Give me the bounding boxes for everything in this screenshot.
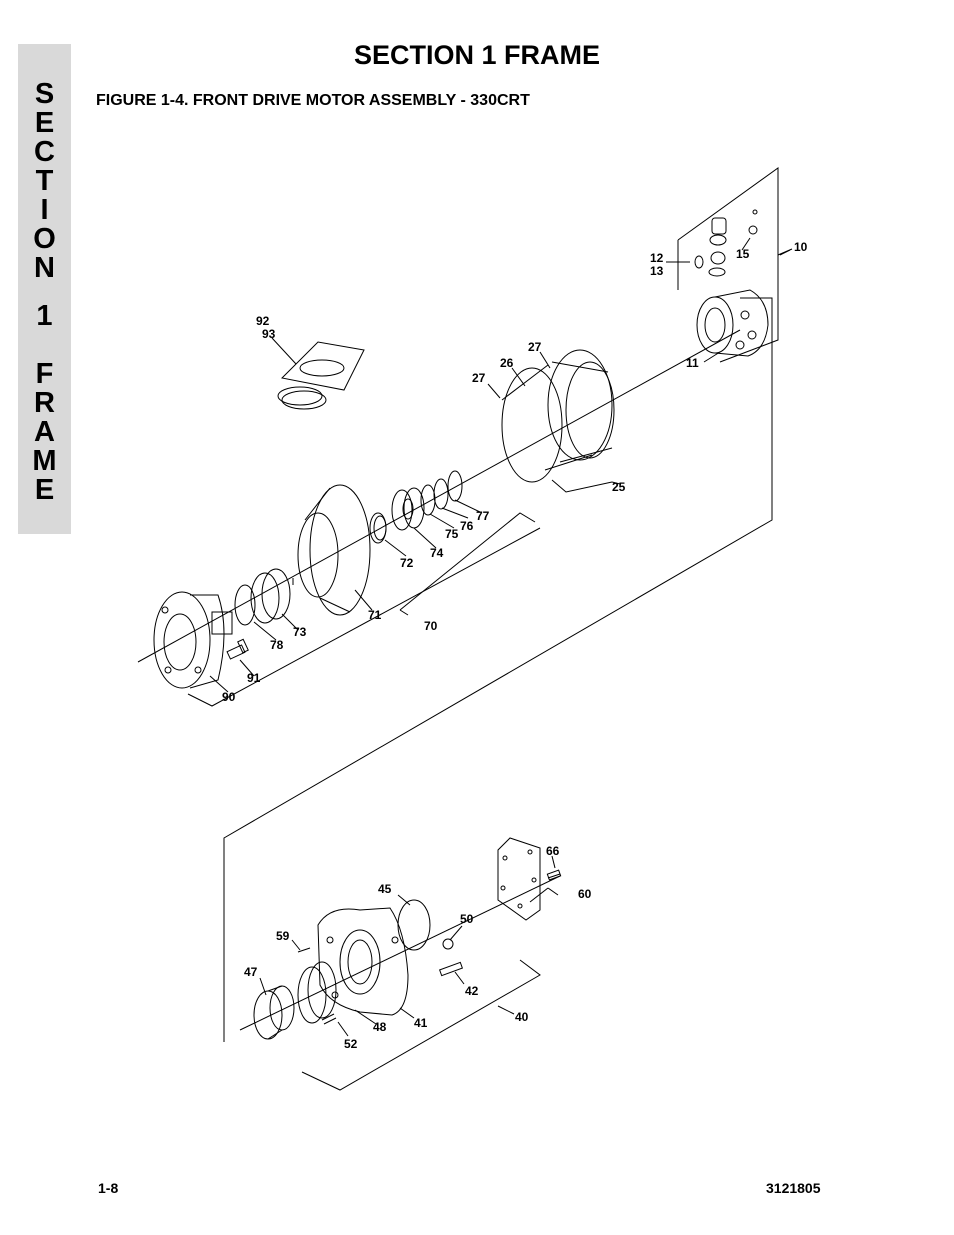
side-tab-letter: I [40, 194, 49, 226]
side-tab-letter: N [34, 252, 55, 284]
flange-90 [153, 591, 233, 689]
callout-50: 50 [460, 912, 474, 926]
side-tab-letter: A [34, 416, 55, 448]
callout-78: 78 [270, 638, 284, 652]
side-tab-letter: E [34, 474, 55, 506]
callout-26: 26 [500, 356, 514, 370]
callout-42: 42 [465, 984, 479, 998]
seal-78 [234, 584, 256, 626]
callout-77: 77 [476, 509, 490, 523]
callout-47: 47 [244, 965, 258, 979]
assembly-axis-line [137, 329, 741, 663]
figure-title: FIGURE 1-4. FRONT DRIVE MOTOR ASSEMBLY -… [96, 92, 530, 109]
callout-73: 73 [293, 625, 307, 639]
motor-end-11 [696, 289, 769, 357]
oring-45 [397, 899, 431, 951]
side-tab-letter: R [34, 387, 55, 419]
pin-59 [297, 947, 311, 953]
callout-72: 72 [400, 556, 414, 570]
ring-gear-housing-25 [501, 349, 615, 483]
motor-housing-41 [317, 907, 409, 1016]
ring-48 [307, 961, 337, 1019]
callout-75: 75 [445, 527, 459, 541]
ring-76 [433, 478, 449, 510]
small-parts-12-13-15 [694, 209, 758, 277]
callout-41: 41 [414, 1016, 428, 1030]
callout-11: 11 [686, 356, 699, 370]
seal-kit-92-93 [277, 341, 365, 410]
springs-52 [321, 1013, 337, 1025]
bolt-91 [226, 638, 249, 660]
side-tab-letter: F [35, 358, 54, 390]
document-number: 3121805 [766, 1180, 821, 1196]
bearing-73 [250, 568, 291, 624]
section-side-tab: S E C T I O N 1 F R A M E [18, 44, 71, 534]
callout-52: 52 [344, 1037, 358, 1051]
seal-72 [369, 512, 387, 544]
callout-93: 93 [262, 327, 276, 341]
end-cover-60 [497, 837, 541, 921]
bearing-74 [391, 487, 425, 531]
callout-10: 10 [794, 240, 808, 254]
callout-76: 76 [460, 519, 474, 533]
side-tab-letter: E [34, 107, 55, 139]
bolt-42 [438, 961, 464, 977]
assembly-bracket-10-40 [223, 297, 773, 1042]
side-tab-letter: M [32, 445, 57, 477]
callout-12: 12 [650, 251, 664, 265]
callout-70: 70 [424, 619, 438, 633]
callout-45: 45 [378, 882, 392, 896]
callout-90: 90 [222, 690, 236, 704]
hub-71 [297, 484, 371, 616]
callout-27: 27 [472, 371, 486, 385]
callout-25: 25 [612, 480, 626, 494]
callout-40: 40 [515, 1010, 529, 1024]
callout-74: 74 [430, 546, 444, 560]
callout-60: 60 [578, 887, 592, 901]
callout-13: 13 [650, 264, 664, 278]
ring-77 [447, 470, 463, 502]
callout-15: 15 [736, 247, 750, 261]
side-tab-letter: O [33, 223, 56, 255]
callout-labels: 10 11 12 13 15 25 26 27 27 40 41 42 45 4… [222, 240, 808, 1051]
kit-bracket-10 [677, 167, 779, 363]
callout-48: 48 [373, 1020, 387, 1034]
callout-92: 92 [256, 314, 270, 328]
callout-59: 59 [276, 929, 290, 943]
side-tab-letter: S [34, 78, 55, 110]
page-number: 1-8 [98, 1180, 119, 1196]
bolt-66 [546, 869, 562, 881]
callout-66: 66 [546, 844, 560, 858]
callout-27: 27 [528, 340, 542, 354]
washer-50 [442, 938, 454, 950]
section-title: SECTION 1 FRAME [353, 40, 601, 70]
callout-71: 71 [368, 608, 382, 622]
side-tab-letter: 1 [36, 300, 53, 332]
side-tab-letter: C [34, 136, 55, 168]
side-tab-letter: T [35, 165, 54, 197]
callout-91: 91 [247, 671, 261, 685]
bearing-47 [253, 985, 295, 1040]
